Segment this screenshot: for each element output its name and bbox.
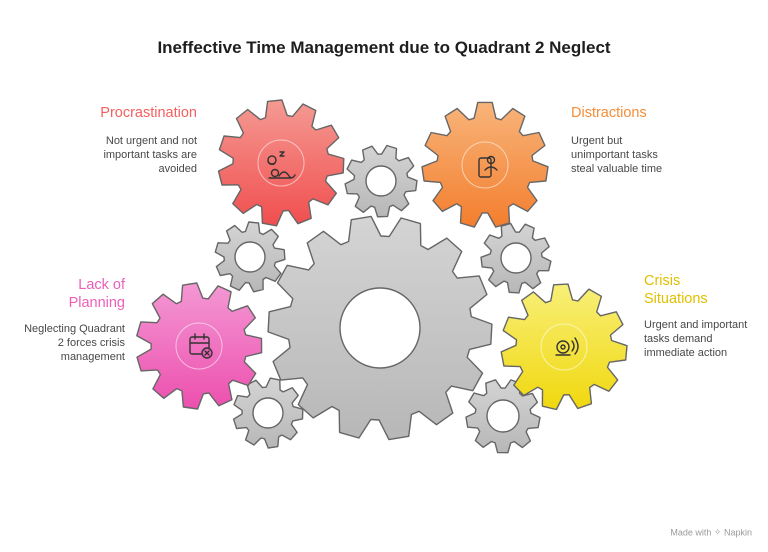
central-gear: [267, 215, 493, 441]
procrastination-title: Procrastination: [100, 105, 197, 121]
small-gear-left: [214, 221, 286, 293]
procrastination-gear-inner-ring: [257, 139, 305, 187]
sleeping-person-icon: [267, 151, 296, 179]
distractions-title: Distractions: [571, 105, 647, 121]
footer-text: Made with: [670, 527, 712, 538]
crisis-description: Urgent and important tasks demand immedi…: [644, 319, 748, 359]
distractions-gear: [421, 101, 549, 228]
crisis-gear: [500, 283, 628, 411]
planning-gear-inner-ring: [175, 322, 223, 370]
small-gear-bottom-left: [232, 377, 304, 449]
footer: Made with ✧ Napkin: [670, 527, 752, 538]
procrastination-description: Not urgent and not important tasks are a…: [103, 135, 197, 175]
napkin-logo-icon: ✧: [713, 527, 722, 537]
small-gear-right: [480, 222, 552, 294]
alarm-bell-icon: [555, 337, 579, 356]
planning-description: Neglecting Quadrant 2 forces crisis mana…: [24, 323, 125, 363]
distractions-description: Urgent but unimportant tasks steal valua…: [571, 135, 663, 175]
central-gear-body: [267, 215, 493, 441]
calendar-cross-icon: [189, 333, 213, 359]
distractions-gear-inner-ring: [461, 141, 509, 189]
planning-title: Lack of Planning: [68, 277, 125, 311]
crisis-gear-inner-ring: [540, 323, 588, 371]
footer-brand: Napkin: [723, 527, 752, 538]
page-title: Ineffective Time Management due to Quadr…: [157, 38, 611, 57]
planning-gear: [136, 282, 263, 410]
small-gear-top: [344, 144, 418, 218]
crisis-title: Crisis Situations: [644, 273, 708, 307]
person-phone-icon: [478, 155, 498, 178]
procrastination-gear: [217, 99, 345, 227]
